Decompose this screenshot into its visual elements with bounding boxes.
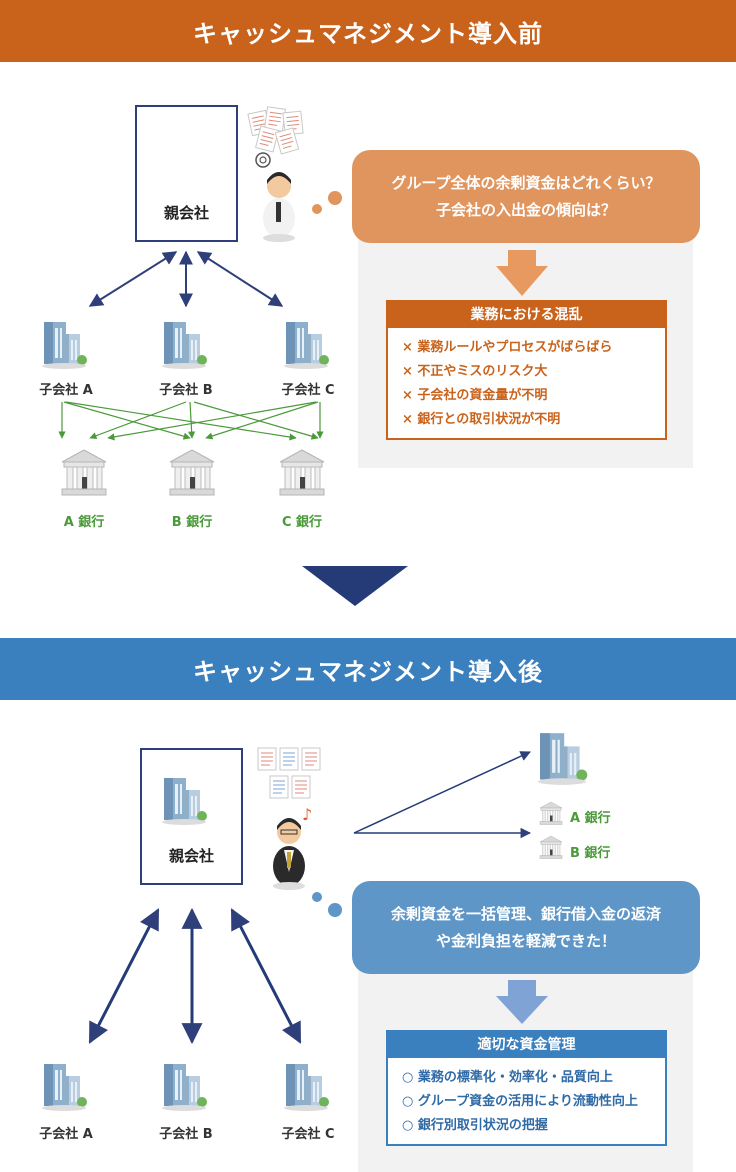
before-issue-item: × 業務ルールやプロセスがばらばら (402, 340, 613, 355)
before-issue-title: 業務における混乱 (388, 302, 665, 328)
after-bank-b-icon (539, 835, 563, 859)
after-result-title: 適切な資金管理 (388, 1032, 665, 1058)
after-subsidiary-c-building-icon (284, 1064, 329, 1111)
after-bubble-line-1: 余剰資金を一括管理、銀行借入金の返済 (390, 904, 661, 923)
before-parent-label: 親会社 (163, 204, 209, 222)
before-subsidiary-a-building-icon (42, 322, 87, 369)
before-parent-box: 親会社 (135, 105, 238, 242)
after-title: キャッシュマネジメント導入後 (193, 657, 543, 686)
before-subsidiary-c-building-icon (284, 322, 329, 369)
after-consolidated-building-icon (537, 733, 588, 785)
happy-person-icon: ♪ (273, 805, 312, 890)
after-banner: キャッシュマネジメント導入後 (0, 638, 736, 700)
before-bank-a-label: A 銀行 (63, 515, 105, 530)
before-tangled-arrows (58, 401, 324, 441)
before-banner: キャッシュマネジメント導入前 (0, 0, 736, 62)
before-arrow-a (88, 251, 178, 307)
before-bubble-line-1: グループ全体の余剰資金はどれくらい？ (391, 173, 661, 192)
before-bank-a-icon (61, 449, 107, 496)
before-speech-bubble: グループ全体の余剰資金はどれくらい？ 子会社の入出金の傾向は？ (352, 150, 700, 243)
before-bank-b-icon (169, 449, 215, 496)
after-result-item: ○ グループ資金の活用により流動性向上 (402, 1094, 638, 1109)
before-title: キャッシュマネジメント導入前 (193, 19, 543, 48)
worried-person-icon (255, 152, 295, 242)
before-thought-dot-large (328, 191, 342, 205)
after-arrow-c (230, 908, 302, 1044)
before-down-arrow (496, 250, 548, 296)
before-subsidiary-b-building-icon (162, 322, 207, 369)
before-issue-item: × 子会社の資金量が不明 (402, 388, 548, 403)
after-arrow-to-group (353, 751, 531, 834)
transition-down-arrow (302, 566, 408, 606)
after-bubble-line-2: や金利負担を軽減できた！ (435, 931, 616, 950)
after-subsidiary-c-label: 子会社 C (281, 1127, 335, 1142)
after-thought-dot-large (328, 903, 342, 917)
after-bank-a-icon (539, 801, 563, 825)
before-arrow-c (196, 251, 284, 307)
after-arrow-a (88, 908, 160, 1044)
svg-text:♪: ♪ (302, 805, 312, 824)
scattered-documents-icon (247, 106, 304, 155)
before-issue-list: × 業務ルールやプロセスがばらばら × 不正やミスのリスク大 × 子会社の資金量… (388, 328, 665, 432)
before-subsidiary-c-label: 子会社 C (281, 383, 335, 398)
after-result-item: ○ 業務の標準化・効率化・品質向上 (402, 1070, 613, 1085)
before-subsidiary-a-label: 子会社 A (39, 383, 93, 398)
after-bank-a-label: A 銀行 (570, 811, 611, 826)
before-thought-dot-small (312, 204, 322, 214)
organized-documents-icon (257, 747, 321, 799)
after-result-list: ○ 業務の標準化・効率化・品質向上 ○ グループ資金の活用により流動性向上 ○ … (388, 1058, 665, 1138)
after-subsidiary-a-building-icon (42, 1064, 87, 1111)
after-thought-dot-small (312, 892, 322, 902)
after-parent-building-icon (162, 778, 207, 825)
before-bank-c-icon (279, 449, 325, 496)
after-subsidiary-b-label: 子会社 B (159, 1127, 213, 1142)
before-bank-b-label: B 銀行 (171, 515, 213, 530)
before-bubble-line-2: 子会社の入出金の傾向は？ (435, 200, 616, 219)
before-issue-box: 業務における混乱 × 業務ルールやプロセスがばらばら × 不正やミスのリスク大 … (386, 300, 667, 440)
after-subsidiary-a-label: 子会社 A (39, 1127, 93, 1142)
after-result-box: 適切な資金管理 ○ 業務の標準化・効率化・品質向上 ○ グループ資金の活用により… (386, 1030, 667, 1146)
after-down-arrow (496, 980, 548, 1024)
before-bank-c-label: C 銀行 (281, 515, 323, 530)
after-bank-b-label: B 銀行 (570, 846, 611, 861)
after-subsidiary-b-building-icon (162, 1064, 207, 1111)
after-speech-bubble: 余剰資金を一括管理、銀行借入金の返済 や金利負担を軽減できた！ (352, 881, 700, 974)
before-issue-item: × 不正やミスのリスク大 (402, 364, 548, 379)
before-subsidiary-b-label: 子会社 B (159, 383, 213, 398)
before-issue-item: × 銀行との取引状況が不明 (402, 412, 561, 427)
after-result-item: ○ 銀行別取引状況の把握 (402, 1118, 548, 1133)
